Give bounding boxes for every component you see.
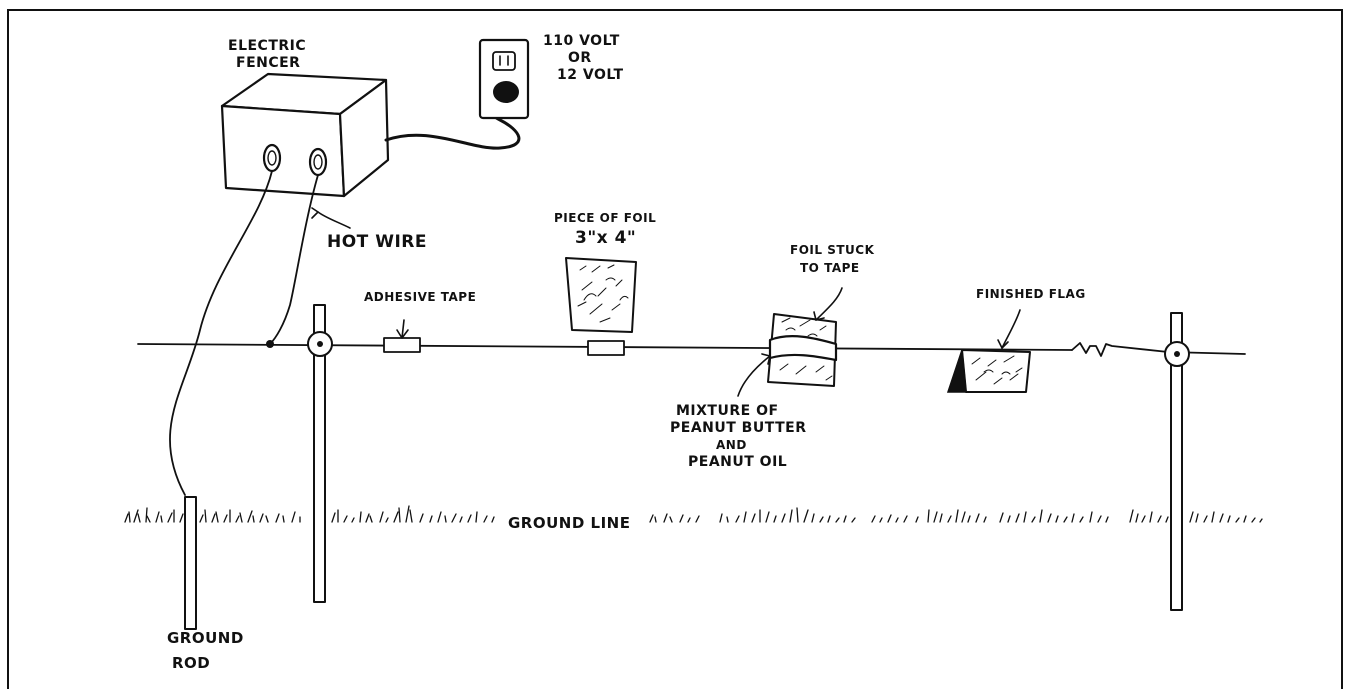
- voltage-label-line2: OR: [568, 50, 592, 66]
- diagram-frame: [7, 9, 1343, 694]
- ground-line-grass: [124, 505, 1263, 523]
- adhesive-tape-1: [383, 337, 421, 353]
- mixture-label-line3: AND: [716, 438, 747, 452]
- hot-wire-junction: [266, 340, 274, 348]
- mixture-label-line2: PEANUT BUTTER: [670, 420, 806, 436]
- foil-stuck-label-line1: FOIL STUCK: [790, 243, 875, 257]
- voltage-label-line1: 110 VOLT: [543, 33, 620, 49]
- mixture-label-line4: PEANUT OIL: [688, 454, 787, 470]
- ground-rod-label-line2: ROD: [172, 654, 210, 672]
- mixture-label-line1: MIXTURE OF: [676, 403, 779, 419]
- wall-outlet: [478, 38, 530, 120]
- plug: [493, 81, 519, 103]
- ground-line-label: GROUND LINE: [508, 514, 630, 532]
- foil-label-line1: PIECE OF FOIL: [554, 211, 656, 225]
- ground-wire: [169, 170, 273, 496]
- piece-of-foil: [565, 257, 637, 333]
- finished-flag: [946, 349, 1031, 393]
- adhesive-tape-2: [587, 340, 625, 356]
- ground-rod-label-line1: GROUND: [167, 629, 244, 647]
- foil-stuck-label-line2: TO TAPE: [800, 261, 860, 275]
- hot-wire-label: HOT WIRE: [327, 232, 427, 252]
- electric-fencer-box: [220, 72, 390, 198]
- finished-flag-label: FINISHED FLAG: [976, 287, 1086, 301]
- hot-wire-lead: [269, 174, 319, 345]
- voltage-label-line3: 12 VOLT: [557, 67, 624, 83]
- ground-rod: [184, 496, 197, 630]
- fencer-label-line2: FENCER: [236, 55, 300, 71]
- fence-post-left: [307, 304, 333, 603]
- fence-post-right: [1164, 312, 1190, 611]
- foil-label-line2: 3"x 4": [575, 228, 636, 248]
- foil-stuck-to-tape: [767, 313, 838, 387]
- adhesive-tape-label: ADHESIVE TAPE: [364, 290, 476, 304]
- fencer-label-line1: ELECTRIC: [228, 38, 306, 54]
